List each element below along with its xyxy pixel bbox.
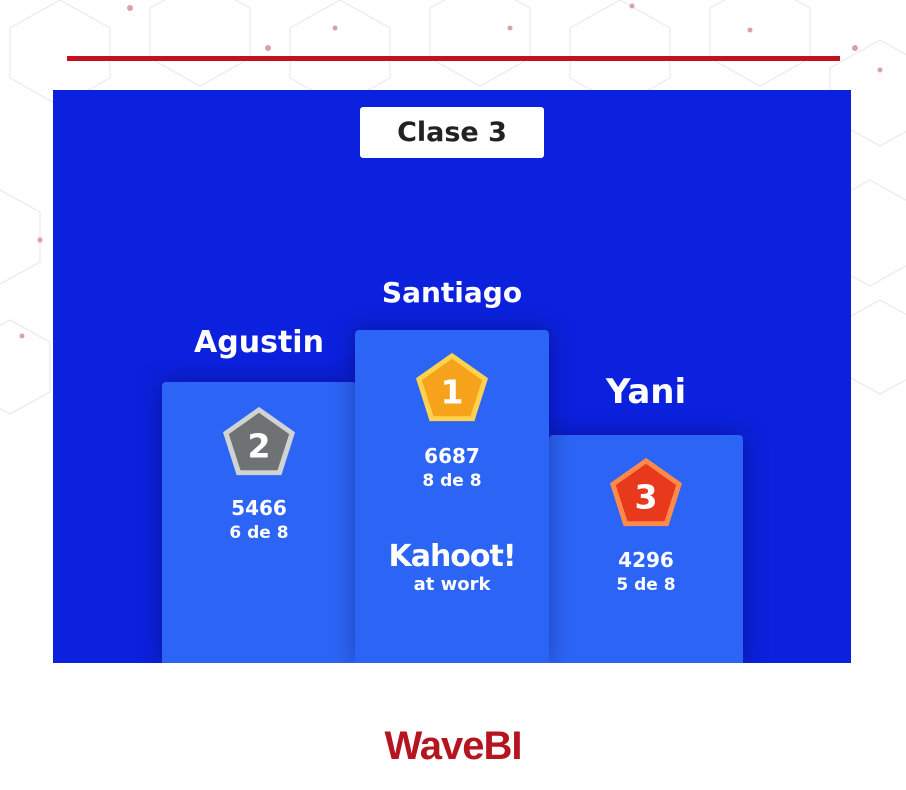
silver-pentagon-icon: 2 (222, 406, 296, 476)
first-place-podium: 1 6687 8 de 8 Kahoot! at work (355, 330, 549, 663)
quiz-title: Clase 3 (360, 107, 544, 158)
kahoot-at-work-logo: Kahoot! at work (355, 540, 549, 596)
kahoot-logo-text: Kahoot! (388, 539, 516, 574)
bronze-pentagon-icon: 3 (609, 457, 683, 527)
second-place-rank: 2 (247, 427, 270, 466)
third-place-rank: 3 (634, 478, 657, 517)
first-place-score: 6687 (424, 444, 480, 468)
third-place-correct-count: 5 de 8 (616, 575, 676, 595)
third-place-name: Yani (605, 372, 687, 412)
kahoot-at-work-subtitle: at work (413, 574, 491, 595)
second-place-podium: 2 5466 6 de 8 (162, 382, 356, 663)
second-place-score: 5466 (231, 496, 287, 520)
first-place-name: Santiago (381, 276, 523, 309)
third-place-score: 4296 (618, 548, 674, 572)
header-red-divider (67, 56, 840, 61)
kahoot-podium-screen: Clase 3 Agustin 2 5466 6 de 8 Santiago 1… (53, 90, 851, 663)
third-place-podium: 3 4296 5 de 8 (549, 435, 743, 663)
second-place-correct-count: 6 de 8 (229, 523, 289, 543)
first-place-rank: 1 (440, 373, 463, 412)
first-place-correct-count: 8 de 8 (422, 471, 482, 491)
second-place-name: Agustin (194, 325, 324, 360)
gold-pentagon-icon: 1 (415, 352, 489, 422)
wavebi-footer-logo: WaveBI (384, 724, 522, 768)
